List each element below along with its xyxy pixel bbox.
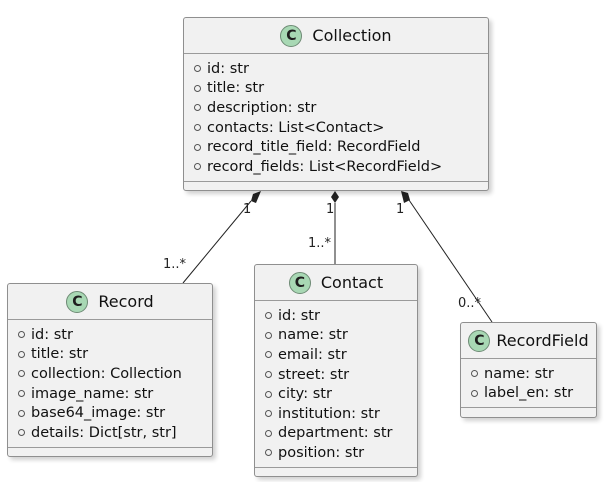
method-list (461, 408, 596, 415)
public-visibility-icon (265, 390, 272, 398)
class-icon: C (66, 290, 89, 313)
attribute: email: str (265, 345, 417, 365)
public-visibility-icon (194, 124, 201, 132)
public-visibility-icon (18, 331, 25, 339)
public-visibility-icon (265, 331, 272, 339)
class-name: RecordField (496, 331, 589, 350)
attribute: record_title_field: RecordField (194, 137, 488, 157)
attribute: name: str (265, 326, 417, 346)
public-visibility-icon (18, 370, 25, 378)
public-visibility-icon (265, 410, 272, 418)
class-recordfield-header: C RecordField (461, 323, 596, 359)
public-visibility-icon (18, 350, 25, 358)
public-visibility-icon (18, 429, 25, 437)
public-visibility-icon (265, 371, 272, 379)
method-list (184, 182, 488, 189)
attribute: id: str (18, 325, 212, 345)
edge-collection-recordfield (408, 199, 493, 323)
multiplicity-collection-recordfield-target: 0..* (458, 296, 482, 311)
attribute-list: id: str title: str collection: Collectio… (8, 320, 212, 448)
multiplicity-collection-record-source: 1 (243, 202, 252, 217)
edge-collection-record (182, 200, 252, 284)
attribute: base64_image: str (18, 403, 212, 423)
public-visibility-icon (194, 65, 201, 73)
class-name: Contact (320, 273, 384, 292)
attribute: contacts: List<Contact> (194, 118, 488, 138)
attribute: record_fields: List<RecordField> (194, 157, 488, 177)
multiplicity-collection-contact-source: 1 (326, 202, 335, 217)
public-visibility-icon (265, 449, 272, 457)
public-visibility-icon (265, 429, 272, 437)
class-recordfield: C RecordField name: str label_en: str (460, 322, 597, 418)
method-list (255, 468, 417, 475)
class-icon: C (288, 271, 311, 294)
attribute: collection: Collection (18, 364, 212, 384)
attribute: position: str (265, 443, 417, 463)
attribute: city: str (265, 384, 417, 404)
attribute: title: str (18, 345, 212, 365)
class-contact: C Contact id: str name: str email: str s… (254, 264, 418, 477)
multiplicity-collection-contact-target: 1..* (308, 236, 332, 251)
class-icon: C (280, 24, 303, 47)
public-visibility-icon (194, 163, 201, 171)
class-name: Collection (312, 26, 392, 45)
public-visibility-icon (194, 104, 201, 112)
composition-diamond-contact (331, 191, 339, 203)
attribute: image_name: str (18, 384, 212, 404)
class-record-header: C Record (8, 284, 212, 320)
public-visibility-icon (265, 312, 272, 320)
attribute-list: id: str title: str description: str cont… (184, 54, 488, 182)
class-contact-header: C Contact (255, 265, 417, 301)
composition-diamond-recordfield (401, 191, 410, 203)
attribute: id: str (265, 306, 417, 326)
attribute-list: name: str label_en: str (461, 359, 596, 409)
multiplicity-collection-record-target: 1..* (163, 257, 187, 272)
attribute: department: str (265, 424, 417, 444)
attribute: title: str (194, 79, 488, 99)
public-visibility-icon (265, 351, 272, 359)
attribute: institution: str (265, 404, 417, 424)
attribute: street: str (265, 365, 417, 385)
public-visibility-icon (471, 389, 478, 397)
attribute: name: str (471, 364, 596, 384)
class-record: C Record id: str title: str collection: … (7, 283, 213, 457)
class-collection: C Collection id: str title: str descript… (183, 17, 489, 191)
attribute: details: Dict[str, str] (18, 423, 212, 443)
attribute: description: str (194, 98, 488, 118)
composition-diamond-record (251, 191, 261, 203)
method-list (8, 448, 212, 455)
multiplicity-collection-recordfield-source: 1 (396, 202, 405, 217)
public-visibility-icon (18, 390, 25, 398)
class-collection-header: C Collection (184, 18, 488, 54)
public-visibility-icon (471, 370, 478, 378)
public-visibility-icon (18, 409, 25, 417)
public-visibility-icon (194, 84, 201, 92)
attribute: label_en: str (471, 384, 596, 404)
class-icon: C (468, 329, 491, 352)
public-visibility-icon (194, 143, 201, 151)
attribute: id: str (194, 59, 488, 79)
class-name: Record (98, 292, 154, 311)
attribute-list: id: str name: str email: str street: str… (255, 301, 417, 468)
